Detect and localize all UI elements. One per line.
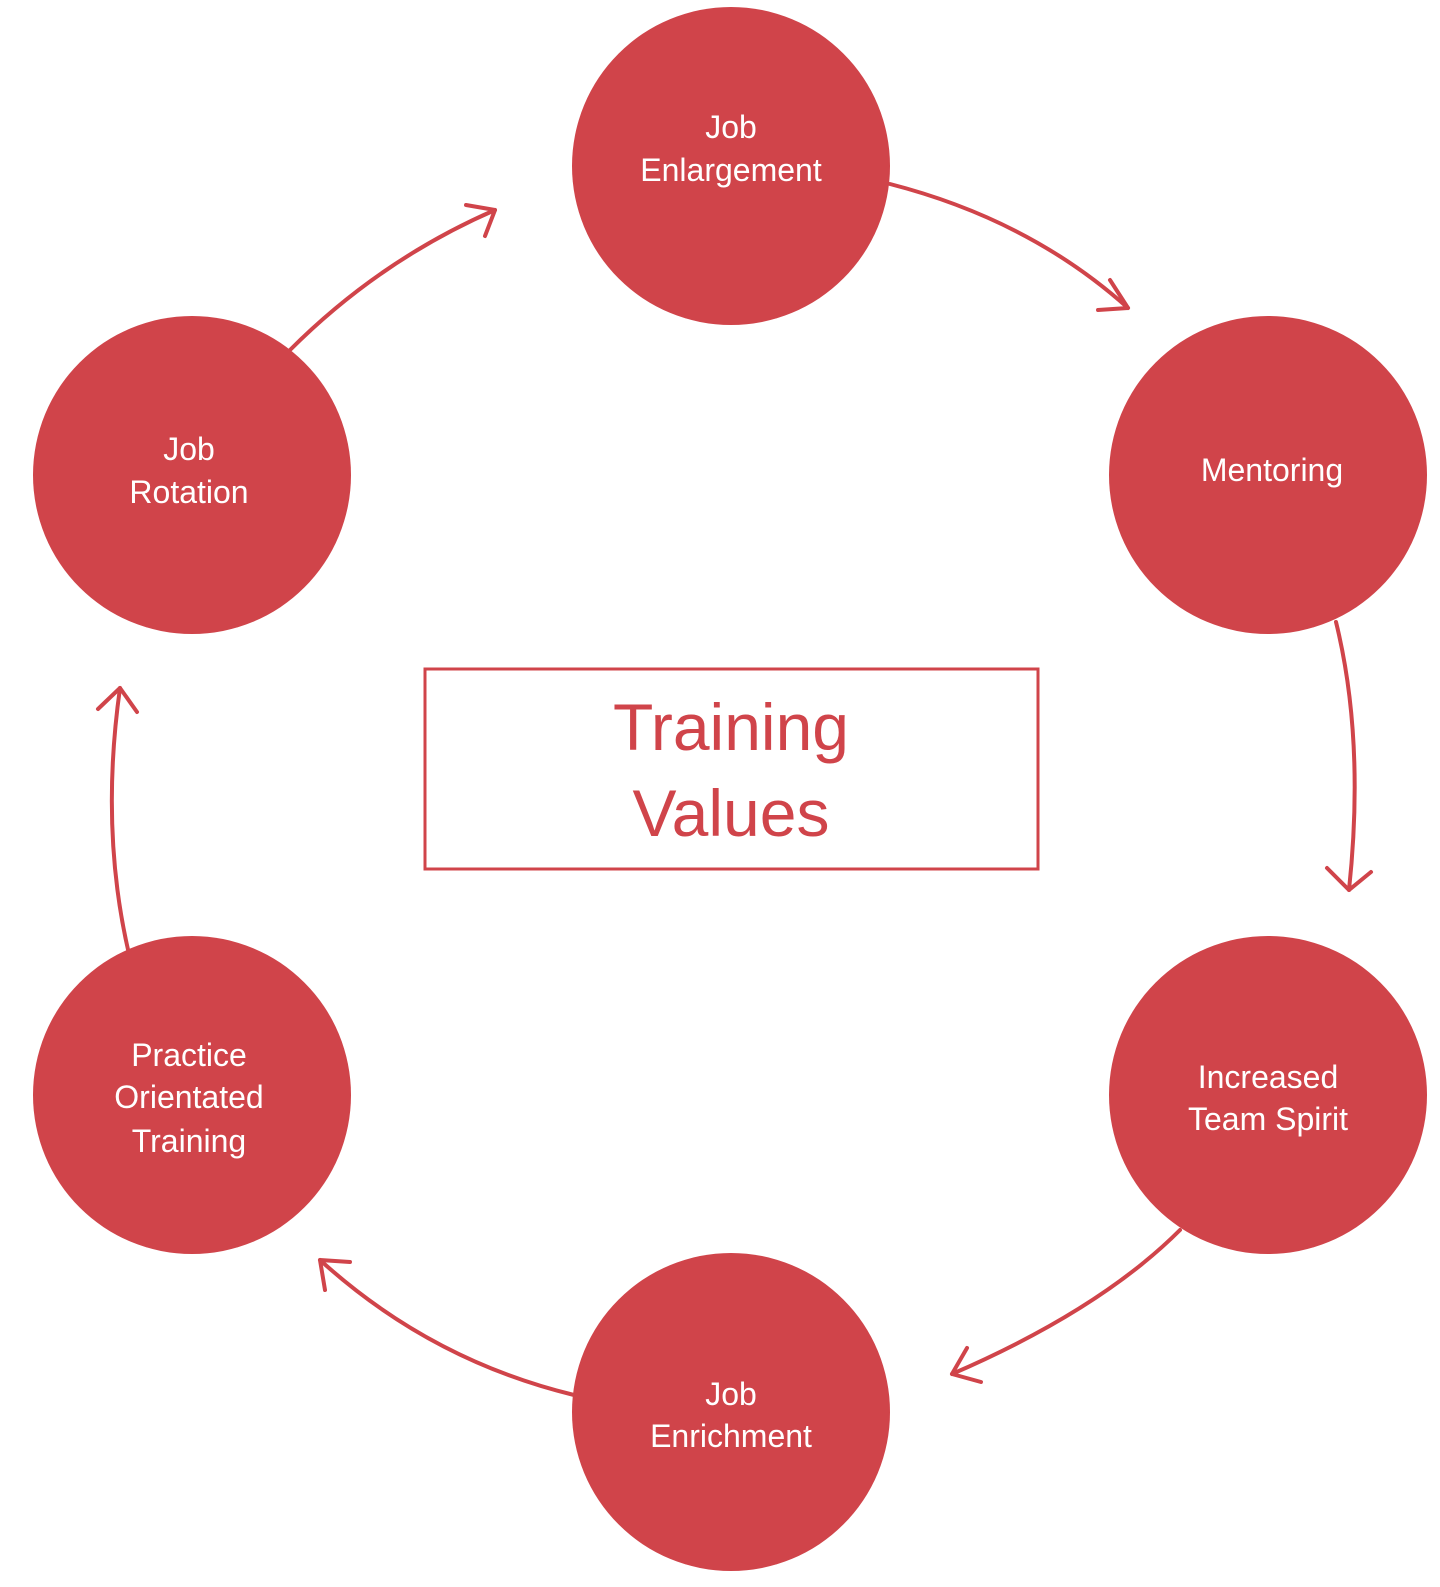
center-title-line-2: Values	[633, 776, 830, 850]
node-job-rotation[interactable]: Job Rotation	[33, 316, 351, 634]
node-increased-team-spirit-label-line-2: Team Spirit	[1188, 1101, 1348, 1137]
arrow-practice-orientated-training-to-job-rotation	[96, 686, 139, 956]
node-job-rotation-label-line-2: Rotation	[129, 474, 248, 510]
node-practice-orientated-training-label-line-2: Orientated	[114, 1079, 263, 1115]
node-mentoring[interactable]: Mentoring	[1109, 316, 1427, 634]
center-title-box: Training Values	[423, 667, 1040, 871]
node-job-enlargement-label-line-1: Job	[705, 109, 757, 145]
node-increased-team-spirit-label-line-1: Increased	[1198, 1059, 1339, 1095]
node-job-enlargement-label-line-2: Enlargement	[640, 152, 822, 188]
arrow-job-rotation-to-job-enlargement	[288, 203, 497, 352]
arrow-increased-team-spirit-to-job-enrichment	[950, 1228, 1182, 1384]
node-job-enrichment-label-line-2: Enrichment	[650, 1418, 812, 1454]
center-title-line-1: Training	[613, 690, 849, 764]
arrow-job-enlargement-to-mentoring	[888, 182, 1130, 312]
node-job-enlargement[interactable]: Job Enlargement	[572, 7, 890, 325]
arrow-mentoring-to-increased-team-spirit	[1325, 620, 1373, 892]
node-job-enrichment[interactable]: Job Enrichment	[572, 1253, 890, 1571]
node-job-rotation-label-line-1: Job	[163, 431, 215, 467]
arrow-job-enrichment-to-practice-orientated-training	[318, 1258, 576, 1397]
node-practice-orientated-training-label-line-1: Practice	[131, 1037, 247, 1073]
node-mentoring-label-line-1: Mentoring	[1201, 452, 1343, 488]
node-increased-team-spirit[interactable]: Increased Team Spirit	[1109, 936, 1427, 1254]
node-practice-orientated-training-label-line-3: Training	[132, 1123, 246, 1159]
node-practice-orientated-training[interactable]: Practice Orientated Training	[33, 936, 351, 1254]
node-job-enrichment-label-line-1: Job	[705, 1376, 757, 1412]
